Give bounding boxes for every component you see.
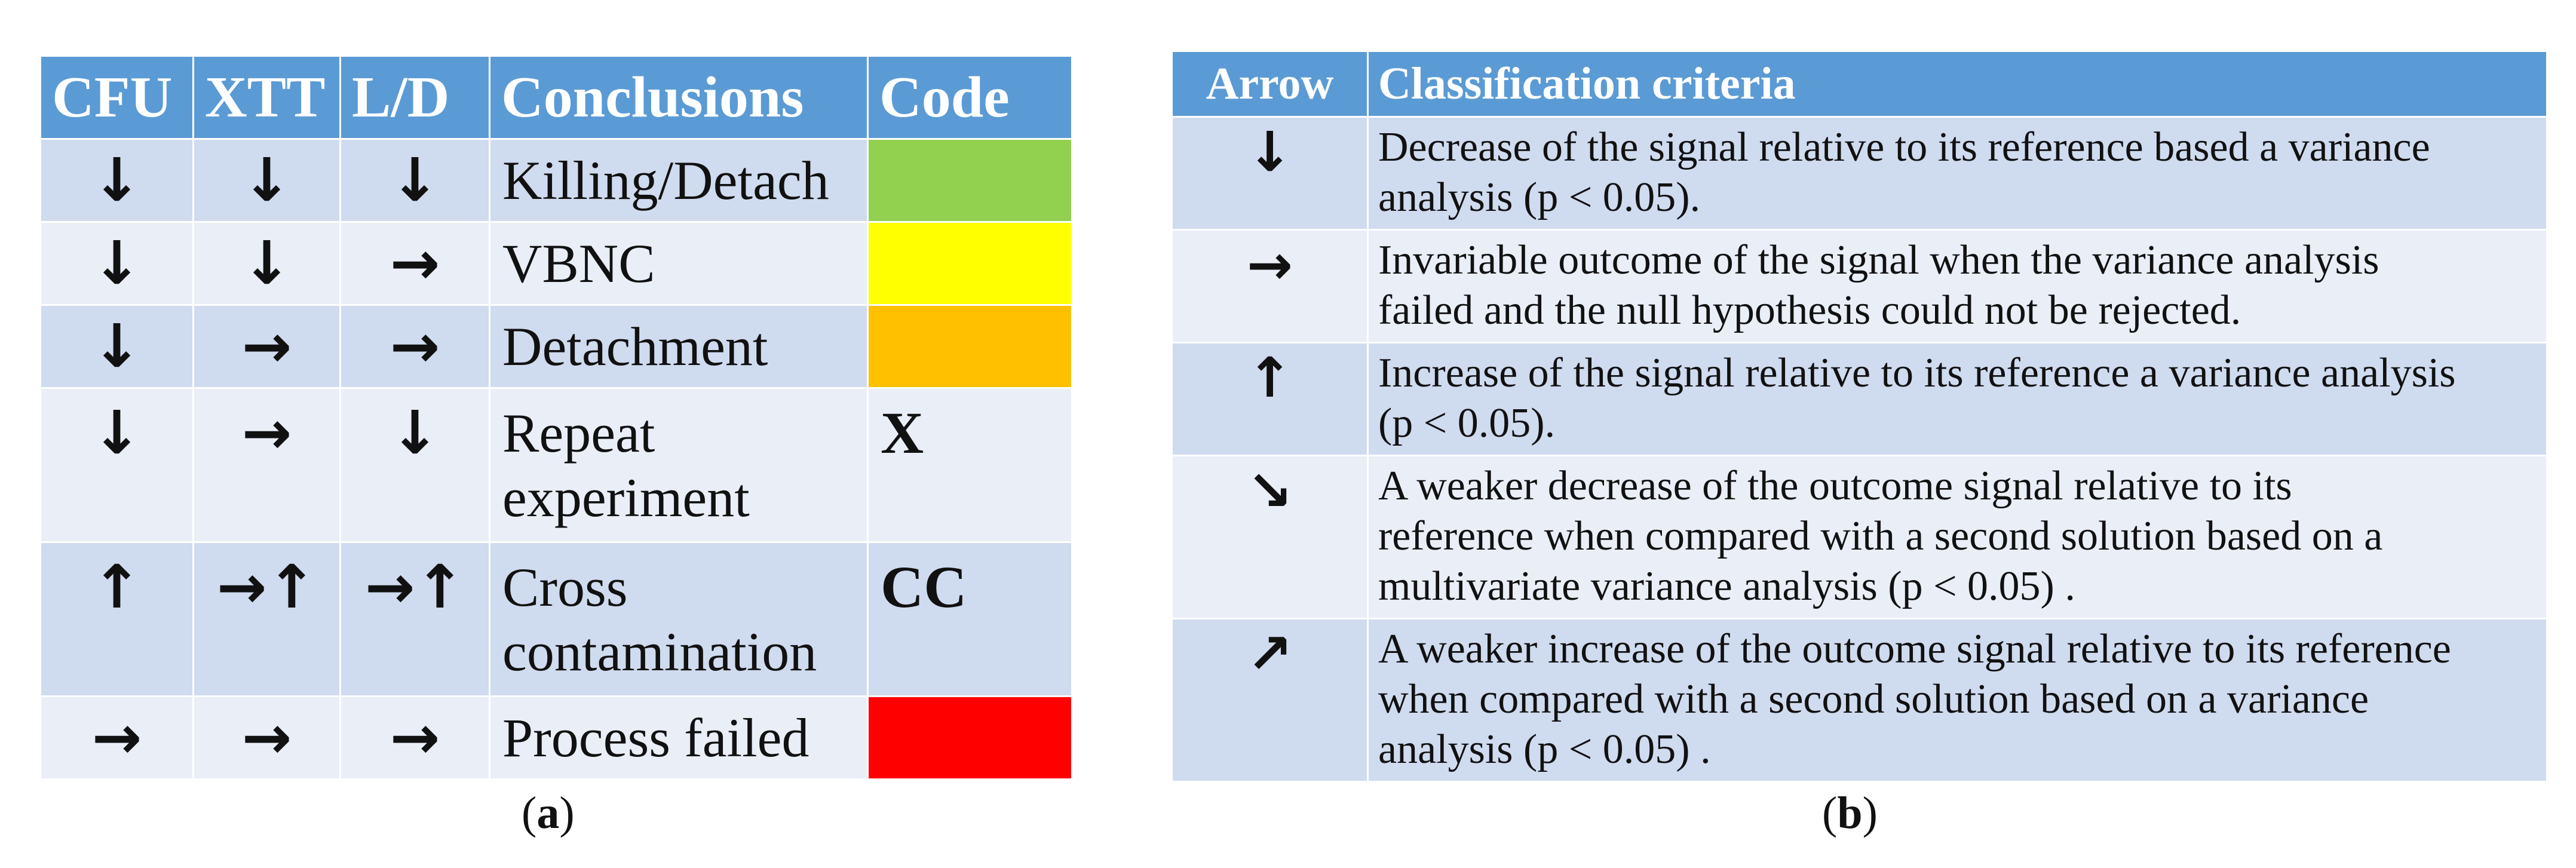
xtt-arrow: ↓	[192, 138, 341, 223]
conclusion-cell: Detachment	[489, 304, 869, 389]
up-arrow-icon: ↑	[1171, 342, 1369, 456]
conclusion-cell: Process failed	[489, 695, 869, 780]
cfu-arrow: ↓	[39, 138, 194, 223]
ld-arrow: →	[339, 695, 490, 780]
ld-arrow: →	[339, 221, 490, 306]
caption-a: (a)	[522, 788, 575, 838]
conclusion-cell: Killing/Detach	[489, 138, 869, 223]
down-right-arrow-icon: ↘	[1171, 455, 1369, 619]
conclusions-table-header: CFU XTT L/D Conclusions Code	[39, 55, 1073, 140]
header-ld: L/D	[339, 55, 490, 140]
ld-arrow: ↓	[339, 138, 490, 223]
classification-table-header: Arrow Classification criteria	[1171, 50, 2548, 118]
code-label: X	[867, 387, 1073, 543]
criteria-line: analysis (p < 0.05).	[1378, 174, 1701, 220]
criteria-line: (p < 0.05).	[1378, 400, 1556, 446]
xtt-arrow: →↑	[192, 541, 341, 697]
code-label: CC	[867, 541, 1073, 697]
right-arrow-icon: →	[1171, 229, 1369, 343]
ld-arrow: →	[339, 304, 490, 389]
conclusion-line: experiment	[502, 467, 750, 528]
criteria-line: Invariable outcome of the signal when th…	[1378, 237, 2379, 283]
table-row: ↗ A weaker increase of the outcome signa…	[1171, 618, 2548, 783]
code-swatch	[867, 304, 1073, 389]
table-row: ↘ A weaker decrease of the outcome signa…	[1171, 455, 2548, 619]
table-row: ↓ ↓ → VBNC	[39, 221, 1073, 306]
xtt-arrow: →	[192, 304, 341, 389]
criteria-line: failed and the null hypothesis could not…	[1378, 287, 2241, 333]
criteria-line: Decrease of the signal relative to its r…	[1378, 124, 2430, 170]
code-swatch	[867, 695, 1073, 780]
header-xtt: XTT	[192, 55, 341, 140]
conclusion-cell: VBNC	[489, 221, 869, 306]
cfu-arrow: →	[39, 695, 194, 780]
criteria-cell: Increase of the signal relative to its r…	[1367, 342, 2548, 456]
criteria-cell: A weaker decrease of the outcome signal …	[1367, 455, 2548, 619]
conclusion-line: Cross	[502, 556, 628, 618]
down-arrow-icon: ↓	[1171, 116, 1369, 231]
criteria-line: when compared with a second solution bas…	[1378, 676, 2369, 722]
criteria-line: reference when compared with a second so…	[1378, 513, 2383, 559]
ld-arrow: ↓	[339, 387, 490, 543]
criteria-line: analysis (p < 0.05) .	[1378, 726, 1711, 772]
caption-b: (b)	[1822, 788, 1878, 838]
cfu-arrow: ↓	[39, 304, 194, 389]
cfu-arrow: ↓	[39, 221, 194, 306]
code-swatch	[867, 221, 1073, 306]
xtt-arrow: →	[192, 695, 341, 780]
table-row: ↓ ↓ ↓ Killing/Detach	[39, 138, 1073, 223]
table-row: ↑ Increase of the signal relative to its…	[1171, 342, 2548, 456]
criteria-cell: Invariable outcome of the signal when th…	[1367, 229, 2548, 343]
conclusion-line: contamination	[502, 621, 817, 682]
criteria-cell: A weaker increase of the outcome signal …	[1367, 618, 2548, 783]
criteria-cell: Decrease of the signal relative to its r…	[1367, 116, 2548, 231]
conclusion-line: Repeat	[502, 402, 655, 464]
criteria-line: Increase of the signal relative to its r…	[1378, 350, 2456, 396]
table-row: ↓ Decrease of the signal relative to its…	[1171, 116, 2548, 231]
ld-arrow: →↑	[339, 541, 490, 697]
table-row: → Invariable outcome of the signal when …	[1171, 229, 2548, 343]
criteria-line: A weaker decrease of the outcome signal …	[1378, 463, 2292, 509]
table-row: ↓ → → Detachment	[39, 304, 1073, 389]
header-conclusions: Conclusions	[489, 55, 869, 140]
code-swatch	[867, 138, 1073, 223]
table-row: → → → Process failed	[39, 695, 1073, 780]
xtt-arrow: ↓	[192, 221, 341, 306]
xtt-arrow: →	[192, 387, 341, 543]
up-right-arrow-icon: ↗	[1171, 618, 1369, 783]
header-arrow: Arrow	[1171, 50, 1369, 118]
header-code: Code	[867, 55, 1073, 140]
conclusions-table: CFU XTT L/D Conclusions Code ↓ ↓ ↓ Killi…	[39, 55, 1073, 780]
classification-table: Arrow Classification criteria ↓ Decrease…	[1171, 50, 2548, 783]
header-cfu: CFU	[39, 55, 194, 140]
cfu-arrow: ↓	[39, 387, 194, 543]
criteria-line: A weaker increase of the outcome signal …	[1378, 626, 2451, 672]
header-classification-criteria: Classification criteria	[1367, 50, 2548, 118]
cfu-arrow: ↑	[39, 541, 194, 697]
criteria-line: multivariate variance analysis (p < 0.05…	[1378, 563, 2075, 609]
